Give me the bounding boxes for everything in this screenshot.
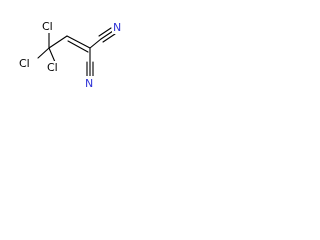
bond-c-cl-bottom — [48, 47, 56, 63]
chlorine-label-top: Cl — [42, 20, 53, 33]
bonds — [37, 27, 116, 77]
bond-ch-c-double-b — [67, 40, 89, 53]
structure-diagram: Cl Cl Cl N N — [18, 20, 123, 90]
nitrile-triple-bond-bottom — [86, 61, 94, 77]
nitrogen-label-top: N — [113, 21, 121, 34]
bond-c-cn-top — [89, 38, 102, 49]
atom-labels: Cl Cl Cl N N — [18, 20, 123, 90]
bond-c-ch — [48, 35, 68, 49]
nitrile-triple-bond-top — [98, 27, 116, 43]
chlorine-label-bottom: Cl — [47, 61, 58, 74]
nitrogen-label-bottom: N — [85, 77, 93, 90]
chlorine-label-left: Cl — [19, 57, 30, 70]
bond-c-cl-left — [37, 47, 50, 59]
bond-ch-c-double-a — [66, 35, 91, 49]
